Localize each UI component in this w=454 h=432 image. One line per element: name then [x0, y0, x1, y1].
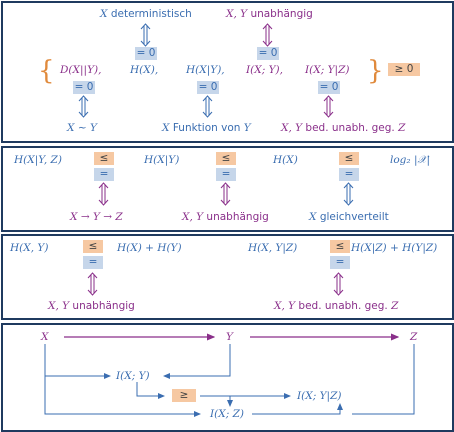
geq-box-4: ≥: [172, 389, 196, 402]
cond-independent-2: X, Y unabhängig: [182, 211, 269, 223]
term-kl-divergence: D(X||Y),: [60, 64, 102, 76]
connector-y-to-ixy: [163, 344, 231, 379]
cond-independent-3: X, Y unabhängig: [48, 300, 135, 312]
cond-cond-independent-3: X, Y bed. unabh. geg. Z: [274, 300, 399, 312]
cond-x-function-of-y: X Funktion von Y: [162, 122, 251, 134]
eq-box-2: =: [216, 168, 236, 181]
eq-zero-box-1: = 0: [135, 47, 157, 60]
connector-ixz-to-ixyz: [252, 403, 343, 415]
le-box-2: ≤: [216, 152, 236, 165]
term-hxz-plus-hyz: H(X|Z) + H(Y|Z): [351, 242, 438, 254]
right-brace: }: [367, 56, 384, 86]
geq-zero-box: ≥ 0: [388, 63, 420, 76]
term-hx-plus-hy: H(X) + H(Y): [117, 242, 182, 254]
connector-x-to-ixz: [44, 344, 201, 417]
eq-box-4: =: [83, 256, 103, 269]
term-entropy: H(X),: [130, 64, 159, 76]
left-brace: {: [38, 56, 55, 86]
term-mutual-information: I(X; Y),: [246, 64, 283, 76]
term-h-x-given-y: H(X|Y): [144, 154, 180, 166]
le-box-1: ≤: [94, 152, 114, 165]
le-box-3: ≤: [339, 152, 359, 165]
le-box-4: ≤: [83, 240, 103, 253]
eq-zero-box-2: = 0: [257, 47, 279, 60]
connector-z-line: [352, 344, 415, 415]
le-box-5: ≤: [330, 240, 350, 253]
node-z: Z: [410, 331, 418, 343]
cond-uniform: X gleichverteilt: [309, 211, 389, 223]
eq-zero-box-4: = 0: [197, 81, 219, 94]
term-h-xy: H(X, Y): [10, 242, 49, 254]
term-h-x: H(X): [273, 154, 298, 166]
term-h-xy-given-z: H(X, Y|Z): [248, 242, 298, 254]
eq-box-3: =: [339, 168, 359, 181]
term-h-x-given-yz: H(X|Y, Z): [14, 154, 62, 166]
cond-x-deterministic: X deterministisch: [100, 8, 192, 20]
cond-conditionally-independent: X, Y bed. unabh. geg. Z: [281, 122, 406, 134]
term-conditional-entropy: H(X|Y),: [186, 64, 225, 76]
eq-box-1: =: [94, 168, 114, 181]
cond-xy-independent: X, Y unabhängig: [226, 8, 313, 20]
node-ixyz: I(X; Y|Z): [297, 390, 342, 402]
eq-zero-box-3: = 0: [73, 81, 95, 94]
eq-zero-box-5: = 0: [318, 81, 340, 94]
panel-nonnegativity: [1, 1, 454, 143]
cond-same-distribution: X ∼ Y: [67, 122, 97, 134]
connector-ixy-to-geq: [136, 382, 165, 399]
eq-box-5: =: [330, 256, 350, 269]
node-y: Y: [226, 331, 233, 343]
node-x: X: [41, 331, 49, 343]
node-ixz: I(X; Z): [210, 408, 244, 420]
panel-joint-entropy: [1, 234, 454, 320]
term-log-alphabet: log₂ |𝒳|: [390, 154, 431, 166]
cond-markov-chain: X → Y → Z: [70, 211, 123, 223]
node-ixy: I(X; Y): [116, 370, 150, 382]
term-conditional-mutual-information: I(X; Y|Z): [305, 64, 350, 76]
